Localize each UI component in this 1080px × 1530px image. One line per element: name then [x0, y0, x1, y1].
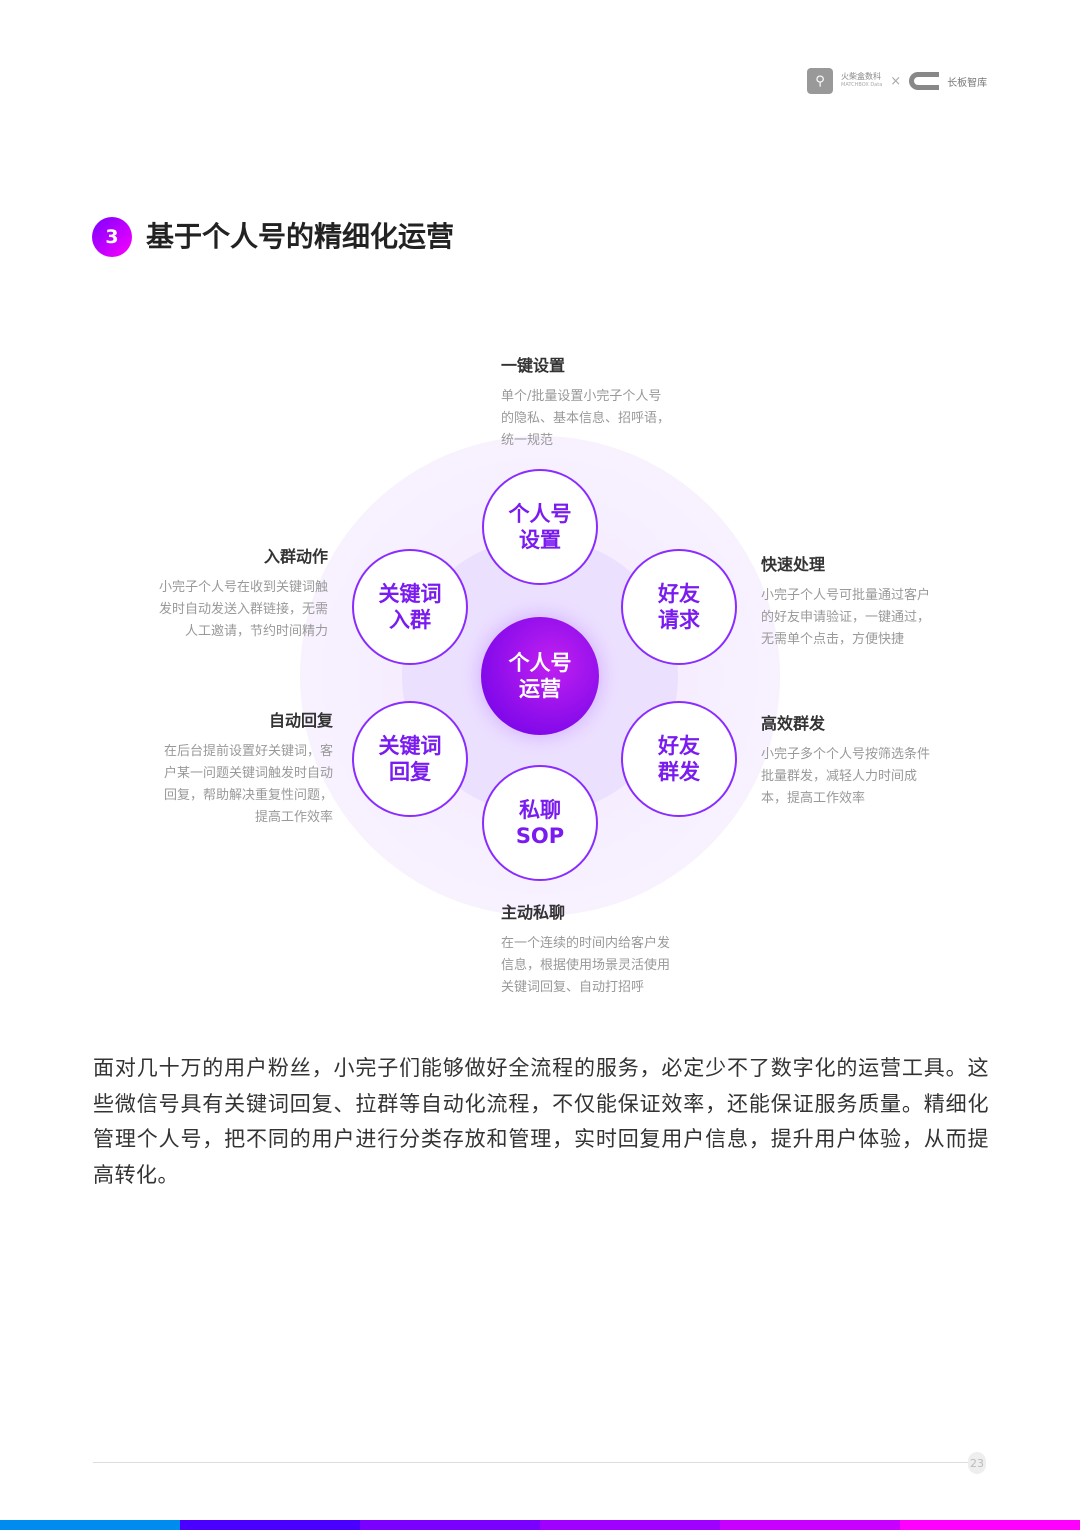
footer-divider: [93, 1462, 968, 1463]
node-personal-settings: 个人号 设置: [482, 469, 598, 585]
annotation-top: 一键设置 单个/批量设置小完子个人号 的隐私、基本信息、招呼语， 统一规范: [501, 356, 670, 452]
node-keyword-group: 关键词 入群: [352, 549, 468, 665]
annotation-desc: 小完子多个个人号按筛选条件 批量群发，减轻人力时间成 本，提高工作效率: [761, 747, 931, 806]
annotation-title: 快速处理: [761, 555, 826, 574]
annotation-title: 主动私聊: [501, 903, 566, 922]
node-friend-broadcast: 好友 群发: [621, 701, 737, 817]
annotation-top-left: 入群动作 小完子个人号在收到关键词触 发时自动发送入群链接，无需 人工邀请，节约…: [159, 547, 328, 643]
center-node: 个人号 运营: [481, 617, 599, 735]
node-private-sop: 私聊 SOP: [482, 765, 598, 881]
logo-separator: ×: [890, 73, 902, 89]
annotation-title: 一键设置: [501, 356, 566, 375]
annotation-top-right: 快速处理 小完子个人号可批量通过客户 的好友申请验证，一键通过， 无需单个点击，…: [761, 555, 930, 651]
annotation-title: 自动回复: [268, 711, 333, 730]
annotation-desc: 在后台提前设置好关键词，客 户某一问题关键词触发时自动 回复，帮助解决重复性问题…: [163, 744, 333, 825]
logo2-name: 长板智库: [947, 77, 988, 89]
annotation-desc: 小完子个人号在收到关键词触 发时自动发送入群链接，无需 人工邀请，节约时间精力: [158, 580, 328, 639]
footer-color-bar-4: [540, 1520, 720, 1530]
footer-color-bar-3: [360, 1520, 540, 1530]
logo1-en: MATCHBOX Data: [841, 82, 883, 88]
annotation-bottom: 主动私聊 在一个连续的时间内给客户发 信息，根据使用场景灵活使用 关键词回复、自…: [501, 903, 670, 999]
footer-color-bar-2: [180, 1520, 360, 1530]
section-number-badge: 3: [92, 217, 132, 257]
node-friend-request: 好友 请求: [621, 549, 737, 665]
annotation-desc: 小完子个人号可批量通过客户 的好友申请验证，一键通过， 无需单个点击，方便快捷: [761, 588, 931, 647]
footer-color-bar-1: [0, 1520, 180, 1530]
annotation-bottom-right: 高效群发 小完子多个个人号按筛选条件 批量群发，减轻人力时间成 本，提高工作效率: [761, 714, 930, 810]
section-title: 基于个人号的精细化运营: [146, 220, 455, 253]
matchbox-logo-icon: ⚲: [807, 68, 833, 94]
annotation-desc: 在一个连续的时间内给客户发 信息，根据使用场景灵活使用 关键词回复、自动打招呼: [501, 936, 671, 995]
node-keyword-reply: 关键词 回复: [352, 701, 468, 817]
annotation-title: 高效群发: [761, 714, 826, 733]
logo1-name: 火柴盒数科: [841, 72, 881, 81]
changban-logo-icon: [909, 72, 940, 90]
page-number: 23: [968, 1452, 986, 1474]
annotation-title: 入群动作: [263, 547, 328, 566]
footer-color-bar-6: [900, 1520, 1080, 1530]
annotation-bottom-left: 自动回复 在后台提前设置好关键词，客 户某一问题关键词触发时自动 回复，帮助解决…: [164, 711, 333, 829]
annotation-desc: 单个/批量设置小完子个人号 的隐私、基本信息、招呼语， 统一规范: [501, 389, 671, 448]
footer-color-bar-5: [720, 1520, 900, 1530]
body-paragraph: 面对几十万的用户粉丝，小完子们能够做好全流程的服务，必定少不了数字化的运营工具。…: [93, 1056, 989, 1187]
